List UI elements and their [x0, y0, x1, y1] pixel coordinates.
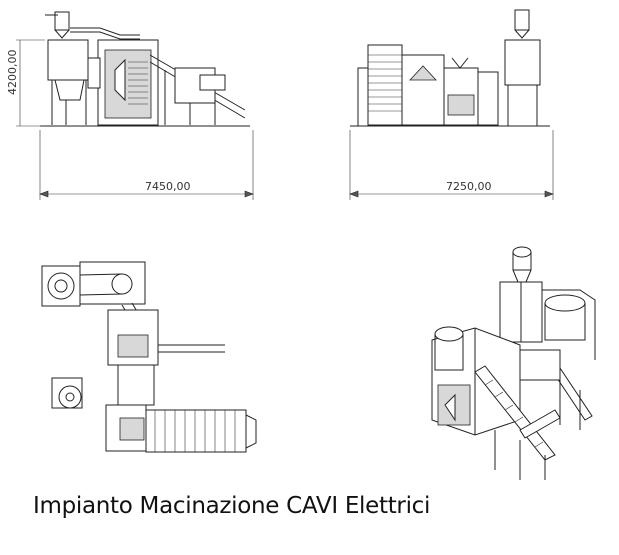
plan-view	[41, 261, 257, 453]
side-elevation-view: 4200,00 7450,00	[6, 11, 254, 200]
dim-length-front: 7250,00	[446, 180, 492, 193]
dim-height: 4200,00	[6, 50, 19, 96]
isometric-view	[431, 246, 596, 480]
front-elevation-view: 7250,00	[349, 9, 554, 200]
dim-length-side: 7450,00	[145, 180, 191, 193]
drawing-title: Impianto Macinazione CAVI Elettrici	[33, 493, 431, 519]
